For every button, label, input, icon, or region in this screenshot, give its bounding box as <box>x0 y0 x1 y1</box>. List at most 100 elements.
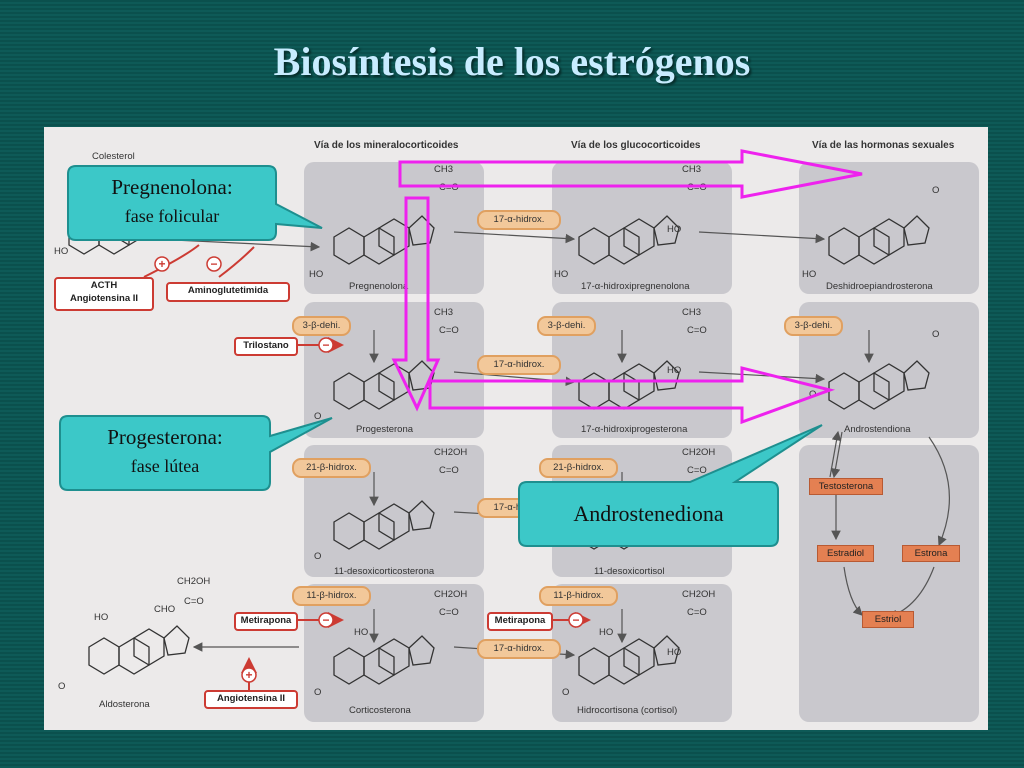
o-label: O <box>562 687 569 698</box>
plus-sign-angiotensina: + <box>245 668 252 682</box>
callout-progesterona-line1: Progesterona: <box>107 425 223 449</box>
arrow-hidroxi-dhea <box>698 231 826 244</box>
o-label: O <box>932 185 939 196</box>
co-label: C=O <box>687 325 707 336</box>
label-progesterona: Progesterona <box>356 424 414 435</box>
label-pregnenolona: Pregnenolona <box>349 281 409 292</box>
callout-pregnenolona-bubble <box>67 165 323 241</box>
ch2oh-label: CH2OH <box>434 447 467 458</box>
panel-mineral-1 <box>304 162 484 294</box>
callout-pregnenolona-line2: fase folicular <box>124 206 220 226</box>
enzyme-17-hidrox: 17-α-hidrox. <box>477 639 561 659</box>
arrow-estradiol-estriol <box>843 566 863 616</box>
column-header-mineralocorticoides: Vía de los mineralocorticoides <box>314 140 459 151</box>
regulator-acth-angiotensina: ACTH Angiotensina II <box>54 277 154 311</box>
minus-sign-trilostano: − <box>322 338 329 352</box>
o-label: O <box>314 551 321 562</box>
ho-label: HO <box>667 647 681 658</box>
magenta-arrow-to-androstendiona <box>428 366 836 425</box>
minus-circle-metirapona-1 <box>318 612 334 628</box>
slide-title: Biosíntesis de los estrógenos <box>273 39 751 84</box>
minus-sign-metirapona-2: − <box>572 613 579 627</box>
callout-pregnenolona-text: Pregnenolona: fase folicular <box>68 171 276 229</box>
minus-sign-metirapona-1: − <box>322 613 329 627</box>
label-androstendiona: Androstendiona <box>844 424 911 435</box>
hormone-estrona: Estrona <box>902 545 960 562</box>
ch2oh-label: CH2OH <box>177 576 210 587</box>
callout-androstenediona-text: Androstenediona <box>573 501 724 526</box>
arrow-testosterona-androstendiona <box>829 430 842 478</box>
o-label: O <box>809 389 816 400</box>
callout-progesterona-bubble <box>59 415 333 491</box>
regulator-acth-label: ACTH <box>90 280 118 291</box>
minus-circle-aminoglutetimida <box>206 256 222 272</box>
ch2oh-label: CH2OH <box>682 447 715 458</box>
co-label: C=O <box>687 607 707 618</box>
ch3-label: CH3 <box>434 307 453 318</box>
label-deshidroepiandrosterona: Deshidroepiandrosterona <box>826 281 933 292</box>
magenta-arrow-down-progesterona <box>391 196 441 412</box>
callout-pregnenolona-line1: Pregnenolona: <box>111 175 233 199</box>
o-label: O <box>314 687 321 698</box>
label-desoxicortisol: 11-desoxicortisol <box>594 566 665 577</box>
ho-label: HO <box>802 269 816 280</box>
enzyme-21-hidrox: 21-β-hidrox. <box>539 458 618 478</box>
label-hidroxiprogesterona: 17-α-hidroxiprogesterona <box>581 424 688 435</box>
plus-circle-acth <box>154 256 170 272</box>
label-desoxicorticosterona: 11-desoxicorticosterona <box>334 566 435 577</box>
hormone-testosterona: Testosterona <box>809 478 883 495</box>
label-hidrocortisona: Hidrocortisona (cortisol) <box>577 705 678 716</box>
plus-circle-angiotensina <box>241 667 257 683</box>
hormone-estradiol: Estradiol <box>817 545 874 562</box>
ho-label: HO <box>667 224 681 235</box>
co-label: C=O <box>439 607 459 618</box>
aminoglutetimida-inhibit-arrow <box>218 246 255 278</box>
ho-label: HO <box>309 269 323 280</box>
regulator-angiotensina: Angiotensina II <box>204 690 298 709</box>
column-header-glucocorticoides: Vía de los glucocorticoides <box>571 140 701 151</box>
o-label: O <box>932 329 939 340</box>
enzyme-17-hidrox: 17-α-hidrox. <box>477 210 561 230</box>
ch3-label: CH3 <box>434 164 453 175</box>
panel-sexual-1 <box>799 162 979 294</box>
ho-label: HO <box>667 365 681 376</box>
panel-gluco-4 <box>552 584 732 722</box>
acth-stimulus-arrow <box>143 244 200 278</box>
ch2oh-label: CH2OH <box>434 589 467 600</box>
co-label: C=O <box>439 325 459 336</box>
hormone-estriol: Estriol <box>862 611 914 628</box>
label-corticosterona: Corticosterona <box>349 705 411 716</box>
regulator-metirapona: Metirapona <box>487 612 553 631</box>
panel-mineral-4 <box>304 584 484 722</box>
ho-label: HO <box>599 627 613 638</box>
ch3-label: CH3 <box>682 164 701 175</box>
plus-sign-acth: + <box>158 257 165 271</box>
minus-sign-aminoglutetimida: − <box>210 257 217 271</box>
callout-progesterona-line2: fase lútea <box>130 456 200 476</box>
cho-label: CHO <box>154 604 175 615</box>
arrow-pregnenolona-hidroxi <box>453 231 576 244</box>
ho-label: HO <box>94 612 108 623</box>
enzyme-3-dehi: 3-β-dehi. <box>537 316 596 336</box>
enzyme-11-hidrox: 11-β-hidrox. <box>539 586 618 606</box>
enzyme-17-hidrox: 17-α-hidrox. <box>477 355 561 375</box>
ch2oh-label: CH2OH <box>682 589 715 600</box>
callout-progesterona-text: Progesterona: fase lútea <box>60 421 270 479</box>
enzyme-3-dehi: 3-β-dehi. <box>784 316 843 336</box>
regulator-aminoglutetimida: Aminoglutetimida <box>166 282 290 302</box>
co-label: C=O <box>687 465 707 476</box>
enzyme-21-hidrox: 21-β-hidrox. <box>292 458 371 478</box>
arrow-hidroxiprog-androstendiona <box>698 371 826 384</box>
arrow-colesterol-pregnenolona <box>173 239 321 252</box>
regulator-trilostano: Trilostano <box>234 337 298 356</box>
arrow-androstendiona-estrona <box>928 436 950 547</box>
ho-label: HO <box>354 627 368 638</box>
label-aldosterona: Aldosterona <box>99 699 150 710</box>
label-colesterol: Colesterol <box>92 151 135 162</box>
label-hidroxipregnenolona: 17-α-hidroxipregnenolona <box>581 281 690 292</box>
minus-circle-trilostano <box>318 337 334 353</box>
regulator-metirapona: Metirapona <box>234 612 298 631</box>
o-label: O <box>58 681 65 692</box>
o-label: O <box>314 411 321 422</box>
